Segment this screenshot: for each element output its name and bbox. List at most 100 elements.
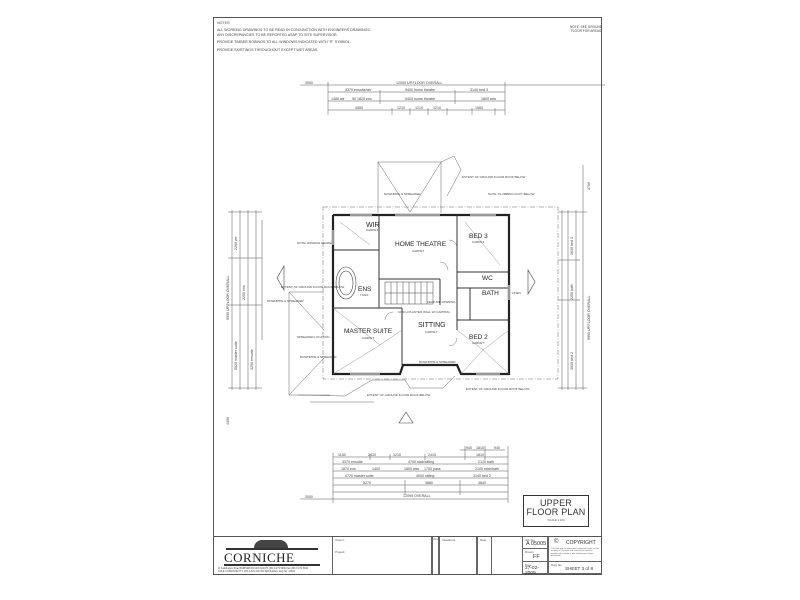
room-label-bed3: BED 3	[469, 233, 488, 240]
dim: 2260 wir	[234, 236, 238, 250]
door-swings	[384, 239, 458, 347]
extent-roof-label-bottom-right: EXTENT OF GROUND FLOOR ROOF BELOW	[466, 387, 529, 391]
drawn-label: Drawn	[525, 550, 534, 554]
drawn-cell: Drawn FF	[522, 549, 548, 562]
spreader-location-label: SPREADER LOCATION	[297, 335, 329, 339]
general-notes: NOTES: ALL WORKING DRAWINGS TO BE READ I…	[217, 21, 377, 55]
dim: 2250 ens	[242, 285, 246, 300]
bottom-overall-dim: 12090 OVERALL	[403, 494, 431, 498]
dim: 2120 bath	[478, 460, 494, 464]
dim: 4000 sitting	[416, 474, 434, 478]
dim: 1150	[338, 453, 346, 457]
job-no-value: A 05005	[526, 541, 547, 547]
feature-opening-label: FEATURE OPENING	[427, 300, 456, 304]
logo-emblem-icon	[254, 540, 288, 548]
room-floor-master-suite: CARPET	[362, 336, 374, 340]
dim: 1700 pass	[424, 467, 441, 471]
windows	[331, 213, 511, 376]
extent-roof-label-bottom: EXTENT OF GROUND FLOOR ROOF BELOW	[367, 393, 430, 397]
room-ceiling-lines	[332, 221, 510, 375]
room-floor-bed2: CARPET	[472, 341, 484, 345]
dim: 1810	[476, 446, 484, 450]
date-label: Date	[525, 563, 532, 567]
room-floor-sitting: CARPET	[425, 330, 437, 334]
rev-label: Rev	[433, 538, 438, 541]
note-window-header: NOTE: WINDOW HEADER	[297, 241, 334, 245]
date-column: Date	[477, 537, 492, 574]
void-plaster-label: 1000 H PLASTER WALL W/ CAPPING	[398, 310, 450, 314]
dim: 5400 home theatre	[405, 88, 435, 92]
dim: 2410	[428, 453, 436, 457]
room-label-wc: WC	[482, 275, 493, 282]
note-2: PROVIDE TIMBER ROBINGS TO ALL WINDOWS IN…	[217, 40, 351, 45]
room-floor-ens: TILES	[360, 293, 368, 297]
title-block	[213, 536, 602, 575]
date-column-label: Date	[480, 538, 487, 542]
copyright-icon: ©	[554, 539, 559, 545]
date-cell: Date 27-02-2009	[522, 562, 548, 576]
company-logo-cell: CORNICHE 11 Faddington Road BURSWOOD WA …	[214, 537, 333, 574]
bottom-dimension-lines	[300, 446, 509, 503]
extent-roof-label-top: EXTENT OF GROUND FLOOR ROOF BELOW	[462, 175, 525, 179]
dim: 940	[466, 446, 472, 450]
dim: 1210	[393, 453, 401, 457]
drawing-scale: SCALE 1:100	[547, 518, 565, 522]
note-3: PROVIDE SKIRTINGS THROUGHOUT EXCEPT WET …	[217, 47, 319, 52]
room-label-master-suite: MASTER SUITE	[344, 328, 393, 335]
notes-heading: NOTES:	[217, 21, 231, 25]
address-line: 11 Faddington Road BURSWOOD WA 6100 Ph (…	[218, 567, 309, 570]
dim: 4770 master suite	[345, 474, 374, 478]
dwg-no-label: Dwg No	[551, 563, 562, 567]
variations-column: Variations	[439, 537, 477, 574]
drawn-value: FF	[533, 554, 540, 560]
downpipe-label-left: DOWNPIPE & SPREADER	[267, 299, 304, 303]
room-floor-bed3: CARPET	[472, 240, 484, 244]
job-no-cell: Job No A 05005	[522, 537, 548, 549]
room-label-bed2: BED 2	[469, 334, 488, 341]
dim: 1870 ens	[341, 467, 356, 471]
dim: 3630 bed 3	[570, 237, 574, 255]
drawing-title-line1: UPPER	[539, 498, 572, 508]
dim: 1210	[397, 106, 405, 110]
dim: 3700	[587, 182, 591, 190]
dim: 1560	[475, 106, 483, 110]
internal-walls	[333, 215, 509, 365]
note-ground-floor-areas: NOTE: SEE GROUND FLOOR FOR AREAS	[569, 25, 603, 33]
bottom-offset-dim: 3000	[305, 495, 313, 499]
copyright-label: COPYRIGHT	[566, 540, 596, 546]
room-label-sitting: SITTING	[418, 322, 446, 329]
dim: 3370 ensuite	[342, 460, 363, 464]
project-label: Project:	[335, 550, 346, 554]
room-label-ens: ENS	[358, 286, 372, 293]
dim: 940	[494, 446, 500, 450]
drawing-title-line2: FLOOR PLAN	[526, 507, 586, 517]
right-overall-dim: 9990 UP.FLOOR OVERALL	[587, 296, 591, 340]
copyright-cell: © COPYRIGHT This plan and the informatio…	[548, 537, 602, 562]
variations-label: Variations	[442, 538, 456, 542]
dim: 3250 ensuite	[250, 349, 254, 370]
dim: 3880	[425, 481, 433, 485]
room-label-wir: WIR	[366, 222, 380, 229]
note-1: ALL WORKING DRAWINGS TO BE READ IN CONJU…	[217, 28, 371, 37]
dim: 2410	[368, 453, 376, 457]
downpipe-label-left2: DOWNPIPE & SPREADER	[300, 355, 337, 359]
note-plumbing-top: NOTE: PLUMBING DUCT BELOW	[488, 192, 535, 196]
dim: 3140 bed 3	[470, 88, 488, 92]
downpipe-label-bottom: DOWNPIPE & SPREADER	[419, 360, 456, 364]
dim: 3640	[478, 481, 486, 485]
dim: 5400 home theatre	[405, 97, 435, 101]
dim: 5270	[363, 481, 371, 485]
dim: 4700 stair/sitting	[408, 460, 434, 464]
logo-rule-bottom	[224, 564, 320, 566]
room-label-home-theatre: HOME THEATRE	[395, 241, 447, 248]
dim: 1480 wir	[331, 97, 345, 101]
staircase	[384, 281, 434, 305]
right-dimension-lines	[558, 165, 587, 390]
roof-extent-lines	[288, 155, 559, 403]
dim: 3140 bed 2	[473, 474, 491, 478]
dim: 1800 wiw	[404, 467, 419, 471]
company-address: 11 Faddington Road BURSWOOD WA 6100 Ph (…	[218, 567, 330, 573]
drawing-title-box: UPPER FLOOR PLAN SCALE 1:100	[523, 495, 589, 527]
dim: 1400	[372, 467, 380, 471]
